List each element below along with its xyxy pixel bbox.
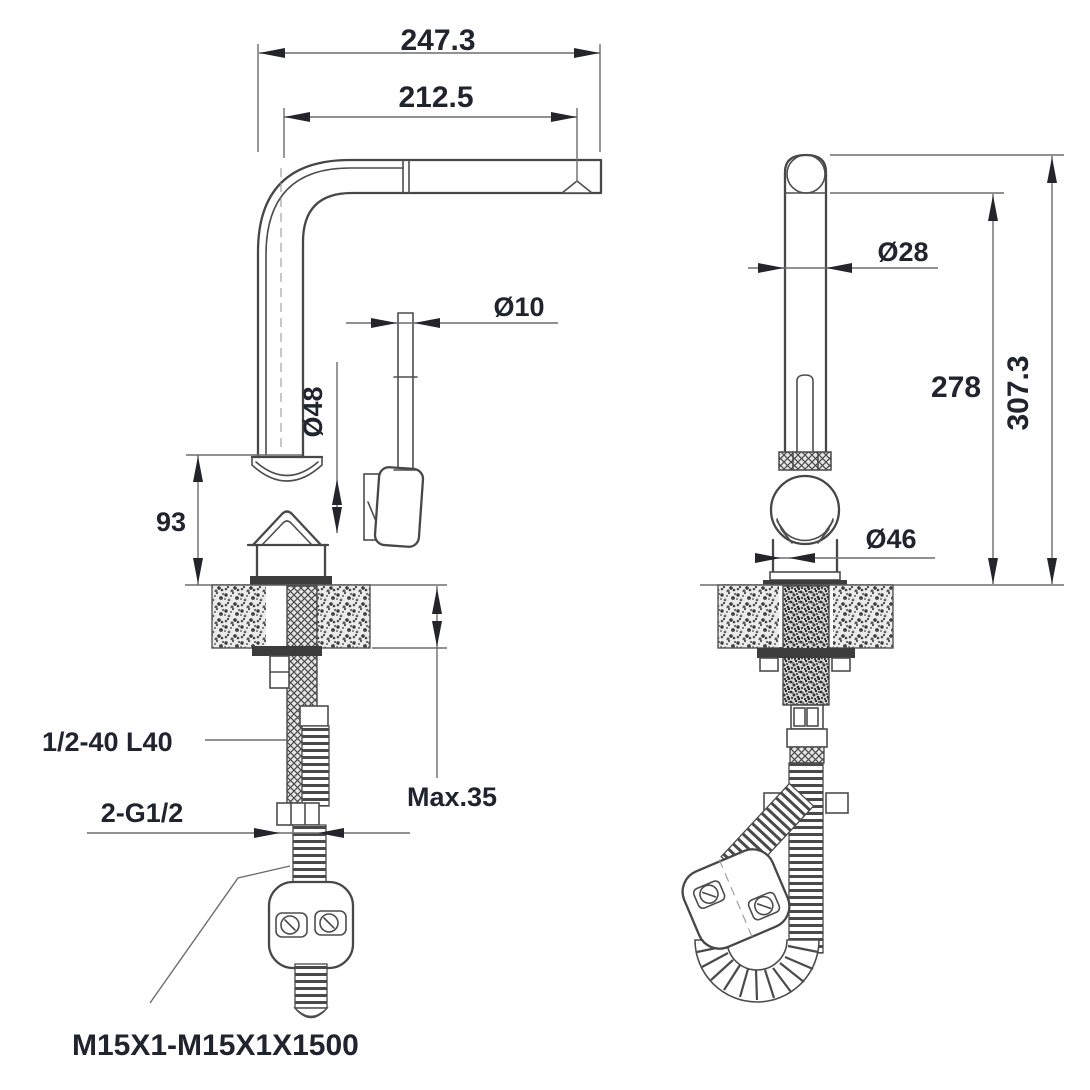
side-view: Ø28 278 307.3 Ø46	[681, 153, 1064, 1003]
dim-rod-diameter: Ø10	[346, 292, 558, 328]
supply-hose	[301, 725, 330, 807]
dim-rod-diameter-label: Ø10	[493, 292, 544, 322]
pullout-hose-upper	[292, 824, 327, 886]
dim-body-diameter-label: Ø48	[298, 386, 328, 437]
dim-total-width-label: 247.3	[400, 24, 475, 57]
dim-spout-reach: 212.5	[283, 81, 578, 182]
label-shank-spec-text: 1/2-40 L40	[42, 727, 173, 757]
front-view: 247.3 212.5 Ø10 Ø48 93	[42, 24, 603, 1062]
riser-collar	[250, 455, 324, 482]
dim-base-height-label: 93	[156, 507, 186, 537]
dim-height-278-label: 278	[931, 371, 981, 404]
pullout-hose-lower	[294, 963, 328, 1009]
countertop-side	[700, 584, 1064, 649]
side-connector-band	[786, 728, 828, 748]
side-hose-loop	[694, 939, 820, 1003]
under-counter-side	[681, 585, 855, 1003]
dim-supply-connection: 2-G1/2	[87, 798, 410, 838]
under-counter-front	[252, 585, 355, 1019]
base-plate	[250, 576, 332, 586]
side-nut-right	[825, 792, 849, 814]
hex-nut	[276, 802, 320, 826]
label-shank-spec: 1/2-40 L40	[42, 727, 288, 757]
hose-weight-front	[267, 880, 355, 970]
dim-height-278: 278	[830, 192, 1004, 584]
dim-counter-thickness: Max.35	[372, 586, 497, 812]
dim-total-width: 247.3	[257, 24, 601, 152]
mounting-washer	[252, 646, 322, 656]
dim-ball-diameter-label: Ø46	[865, 524, 916, 554]
faucet-body	[246, 510, 332, 586]
aerator-tip	[559, 179, 595, 194]
hose-weight-side	[681, 848, 791, 950]
hose-connector-nut	[299, 705, 329, 727]
dim-counter-thickness-label: Max.35	[407, 782, 497, 812]
side-mounting-washer	[757, 648, 855, 658]
side-threaded-shank	[782, 585, 830, 706]
side-pipe	[783, 153, 828, 454]
side-joint	[778, 451, 832, 471]
label-hose-spec-text: M15X1-M15X1X1500	[72, 1029, 359, 1062]
dim-spout-reach-label: 212.5	[398, 81, 473, 114]
dim-pipe-diameter-label: Ø28	[877, 237, 928, 267]
side-base-plate	[763, 580, 847, 588]
lever-slot	[796, 374, 814, 453]
dim-total-height-label: 307.3	[1002, 355, 1035, 430]
dim-pipe-diameter: Ø28	[748, 237, 938, 273]
side-ball-joint	[763, 474, 847, 588]
spray-rod	[393, 312, 418, 472]
dim-base-height: 93	[156, 454, 302, 585]
dim-ball-diameter: Ø46	[755, 524, 935, 563]
label-hose-spec: M15X1-M15X1X1500	[72, 865, 359, 1062]
dim-supply-connection-label: 2-G1/2	[101, 798, 184, 828]
dim-body-diameter: Ø48	[298, 362, 342, 533]
spout-outline	[256, 158, 603, 459]
handle	[363, 466, 425, 548]
dim-total-height: 307.3	[830, 154, 1064, 584]
